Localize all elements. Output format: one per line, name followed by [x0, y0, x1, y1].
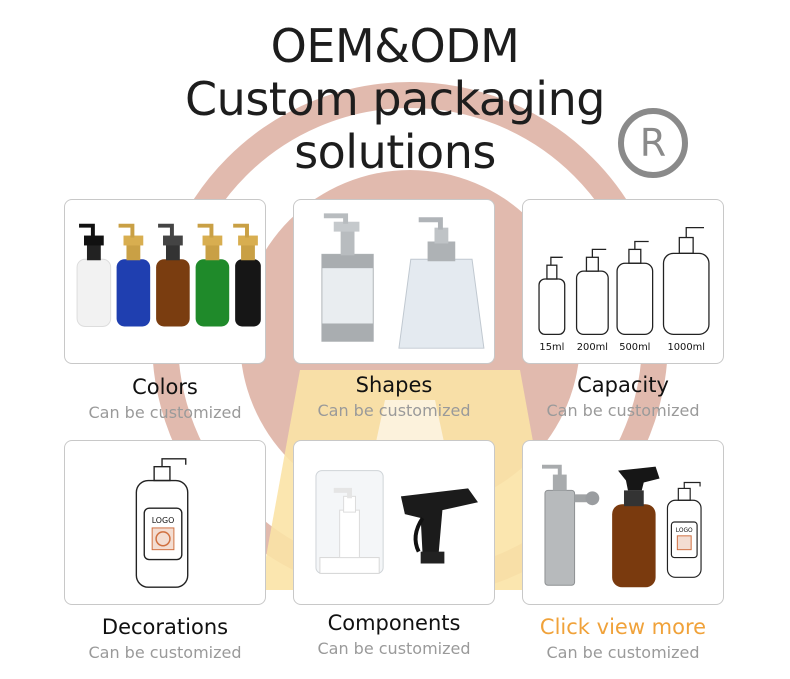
- capacity-size-15ml: 15ml: [539, 342, 564, 353]
- card-components[interactable]: [293, 440, 495, 605]
- card-capacity-subtitle: Can be customized: [546, 401, 700, 420]
- more-logo-text: LOGO: [676, 528, 693, 534]
- card-view-more[interactable]: LOGO: [522, 440, 724, 605]
- card-capacity[interactable]: 15ml 200ml 500ml 1000ml: [522, 199, 724, 364]
- card-colors-title: Colors: [132, 375, 198, 399]
- card-decorations-title: Decorations: [101, 615, 229, 639]
- card-view-more-subtitle: Can be customized: [546, 643, 700, 662]
- card-components-title: Components: [327, 611, 461, 635]
- card-colors[interactable]: [64, 199, 266, 364]
- card-capacity-label: Capacity Can be customized: [508, 372, 738, 422]
- card-view-more-label: Click view more Can be customized: [508, 614, 738, 664]
- headline-line-2: Custom packaging: [185, 72, 605, 126]
- card-colors-subtitle: Can be customized: [88, 403, 242, 422]
- card-colors-label: Colors Can be customized: [50, 374, 280, 424]
- headline-line-3: solutions: [294, 125, 496, 179]
- card-components-subtitle: Can be customized: [317, 639, 471, 658]
- capacity-size-200ml: 200ml: [577, 342, 608, 353]
- shape-bottles-image: [321, 213, 485, 349]
- components-image: [315, 470, 478, 574]
- capacity-size-1000ml: 1000ml: [668, 342, 705, 353]
- card-decorations-label: Decorations Can be customized: [50, 614, 280, 664]
- capacity-bottles-drawing: 15ml 200ml 500ml 1000ml: [538, 227, 710, 353]
- card-capacity-title: Capacity: [577, 373, 669, 397]
- card-decorations-subtitle: Can be customized: [88, 643, 242, 662]
- more-products-image: LOGO: [541, 464, 702, 588]
- decoration-bottle-drawing: LOGO: [135, 458, 189, 588]
- headline: OEM&ODM Custom packaging solutions: [0, 18, 790, 180]
- decoration-logo-text: LOGO: [152, 516, 175, 525]
- registered-letter: R: [640, 121, 666, 165]
- capacity-size-500ml: 500ml: [619, 342, 650, 353]
- card-shapes-subtitle: Can be customized: [317, 401, 471, 420]
- card-decorations[interactable]: LOGO: [64, 440, 266, 605]
- card-components-label: Components Can be customized: [279, 610, 509, 660]
- card-shapes-title: Shapes: [355, 373, 433, 397]
- view-more-link[interactable]: Click view more: [539, 615, 707, 639]
- colored-bottles-image: [76, 223, 261, 327]
- headline-line-1: OEM&ODM: [270, 19, 520, 73]
- card-shapes[interactable]: [293, 199, 495, 364]
- registered-trademark-icon: R: [618, 108, 688, 178]
- card-shapes-label: Shapes Can be customized: [279, 372, 509, 422]
